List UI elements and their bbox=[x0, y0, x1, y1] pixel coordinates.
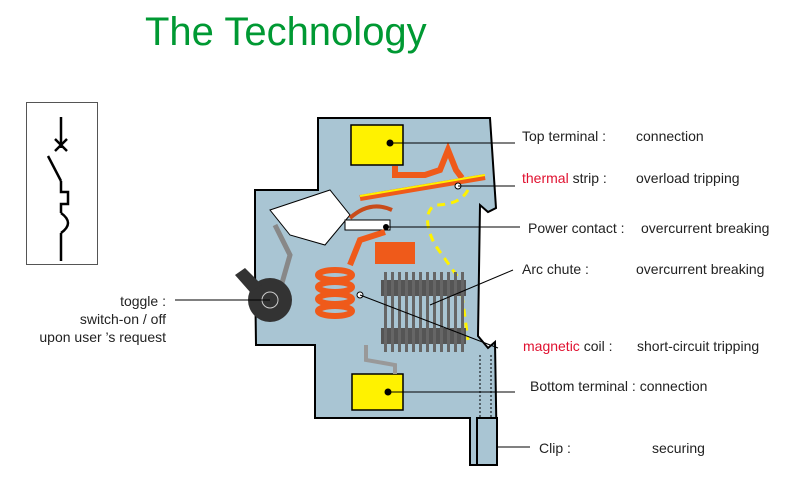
label-thermal-strip: thermal strip : bbox=[522, 170, 607, 186]
circuit-breaker-symbol bbox=[26, 102, 98, 265]
arc-chute bbox=[381, 280, 466, 344]
arc-chute-plate bbox=[398, 272, 401, 352]
arc-chute-plate bbox=[461, 272, 464, 352]
function-clip: securing bbox=[652, 440, 705, 456]
arc-chute-plate bbox=[440, 272, 443, 352]
arc-chute-plate bbox=[384, 272, 387, 352]
power-contact bbox=[344, 219, 391, 231]
arc-chute-plate bbox=[447, 272, 450, 352]
magnetic-coil bbox=[315, 267, 355, 319]
label-power-contact: Power contact : bbox=[528, 220, 625, 236]
toggle-label-title: toggle : bbox=[120, 293, 166, 309]
breaker-symbol-icon bbox=[46, 117, 70, 261]
top-terminal bbox=[350, 124, 404, 166]
label-arc-chute: Arc chute : bbox=[522, 261, 589, 277]
function-magnetic-coil: short-circuit tripping bbox=[637, 338, 760, 354]
label-clip: Clip : bbox=[539, 440, 571, 456]
arc-chute-plate bbox=[454, 272, 457, 352]
toggle-label-line2: switch-on / off bbox=[79, 311, 166, 327]
arc-chute-plate bbox=[426, 272, 429, 352]
arc-chute-plate bbox=[405, 272, 408, 352]
arc-chute-plate bbox=[412, 272, 415, 352]
toggle-label: toggle : switch-on / off upon user ’s re… bbox=[39, 292, 166, 346]
toggle-label-line3: upon user ’s request bbox=[39, 329, 166, 345]
arc-chute-plate bbox=[433, 272, 436, 352]
label-magnetic-coil: magnetic coil : bbox=[523, 338, 613, 354]
function-thermal-strip: overload tripping bbox=[636, 170, 740, 186]
arc-chute-plate bbox=[419, 272, 422, 352]
function-power-contact: overcurrent breaking bbox=[641, 220, 770, 236]
arc-chute-plate bbox=[391, 272, 394, 352]
label-top-terminal: Top terminal : bbox=[522, 128, 607, 144]
clip bbox=[476, 417, 498, 466]
thermal-strip bbox=[359, 174, 486, 201]
function-arc-chute: overcurrent breaking bbox=[636, 261, 765, 277]
label-bottom-terminal: Bottom terminal : connection bbox=[530, 378, 708, 394]
function-top-terminal: connection bbox=[636, 128, 704, 144]
page-title: The Technology bbox=[145, 10, 427, 54]
